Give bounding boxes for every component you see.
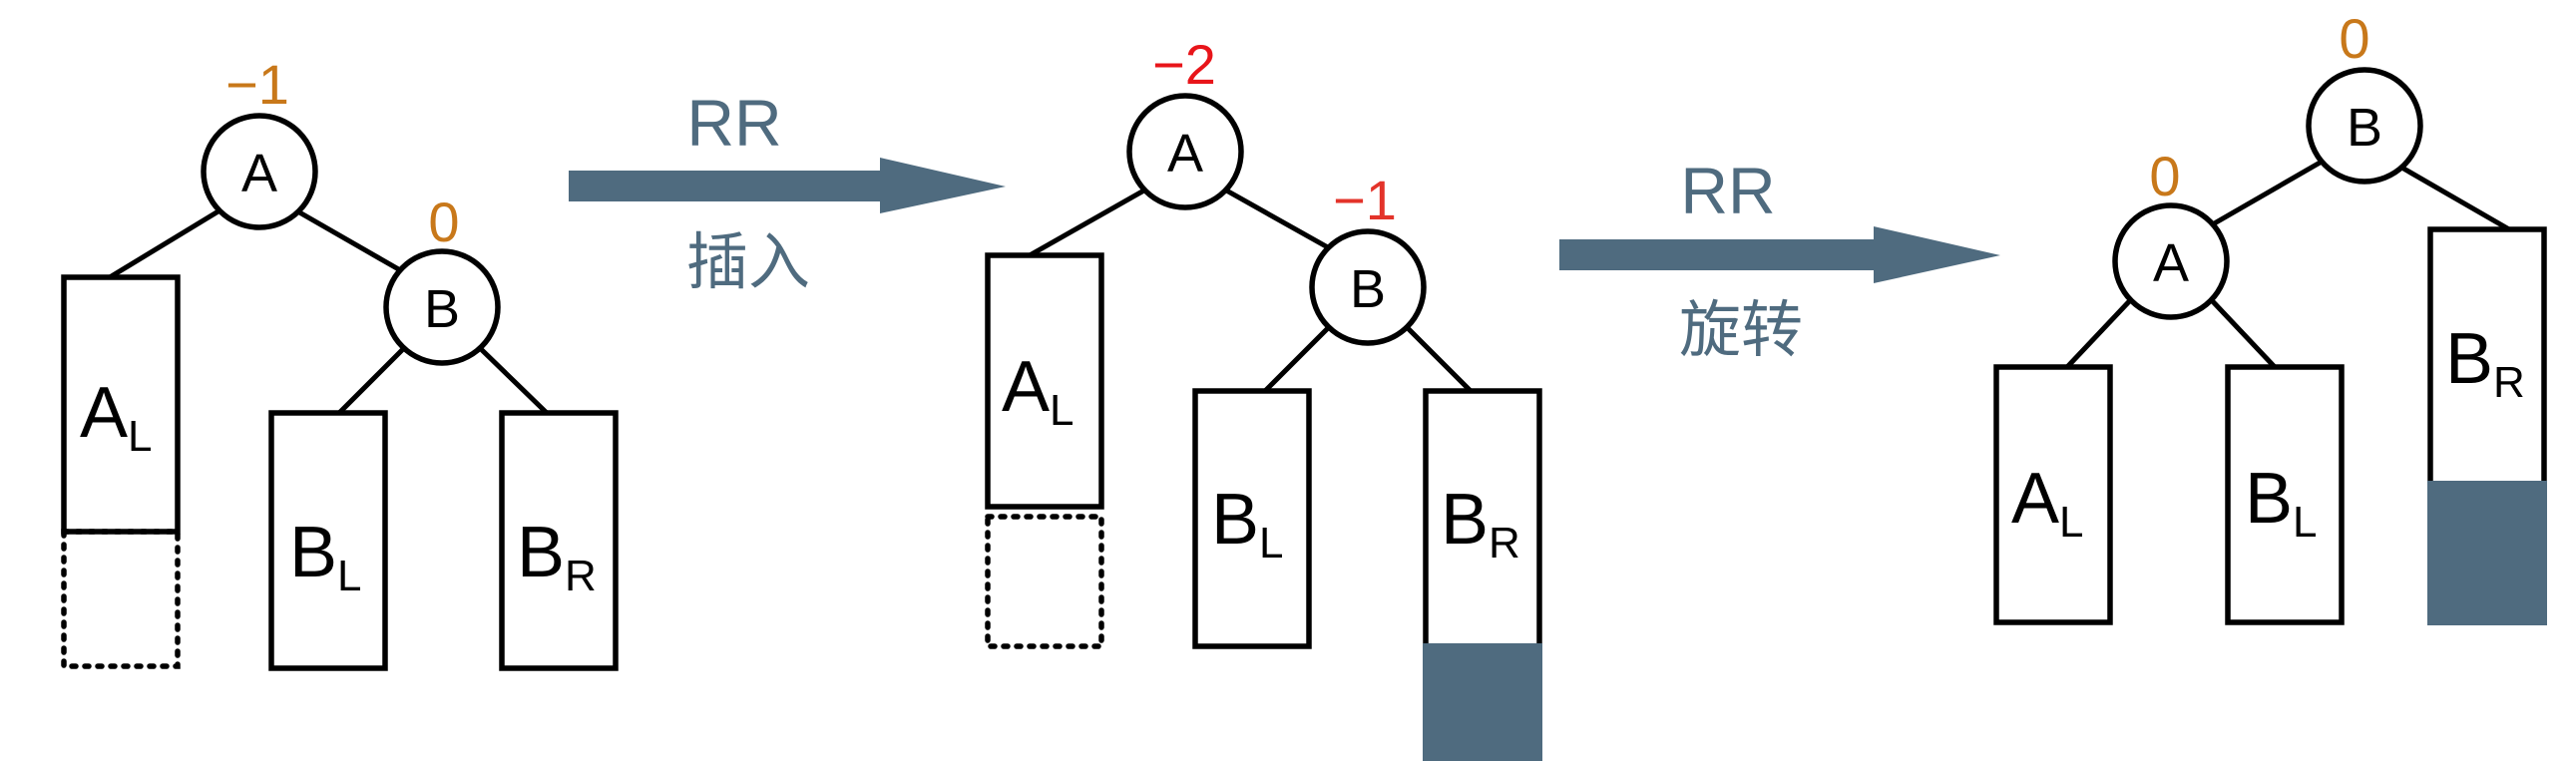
edge-b-to-bl (337, 345, 407, 415)
node-label-a: A (241, 144, 277, 203)
box-label-bl: BL (289, 513, 362, 600)
arrow-rr-insert: RR 插入 (569, 86, 1006, 298)
subtree-box-al-slot (61, 529, 181, 669)
edge-b-to-br (2396, 163, 2511, 232)
arrow-2-shape (1559, 226, 2000, 283)
node-label-b: B (424, 279, 460, 339)
box-label-br: BR (1441, 480, 1520, 568)
box-label-bl: BL (2245, 459, 2318, 547)
edge-a-to-b (292, 206, 411, 278)
balance-factor-a: 0 (2149, 145, 2180, 207)
subtree-box-al (985, 252, 1104, 510)
node-label-b: B (2347, 98, 2382, 158)
tree-node-b (1309, 228, 1427, 346)
edge-b-to-a (2209, 155, 2331, 228)
inserted-node-block (2427, 481, 2547, 625)
balance-factor-a: −2 (1152, 33, 1216, 96)
edge-a-to-al (108, 206, 223, 280)
subtree-box-br (499, 410, 619, 671)
box-label-al: AL (80, 373, 153, 461)
subtree-box-bl (1192, 388, 1312, 649)
inserted-node-block (1423, 643, 1542, 761)
edge-a-to-al (1028, 185, 1151, 258)
edge-a-to-b (1219, 185, 1337, 254)
subtree-box-br (1423, 388, 1542, 649)
subtree-box-bl (268, 410, 388, 671)
arrow-1-shape (569, 158, 1006, 213)
subtree-box-al (1993, 364, 2113, 625)
edge-a-to-bl (2205, 293, 2277, 369)
subtree-box-al (61, 274, 181, 535)
tree-before-insert: A B −1 0 AL BL BR (61, 53, 619, 671)
tree-node-a (2112, 202, 2230, 320)
arrow-rr-rotate: RR 旋转 (1559, 154, 2000, 366)
edge-a-to-al (2065, 293, 2137, 369)
arrow-1-bottom-label: 插入 (686, 225, 810, 298)
arrow-2-bottom-label: 旋转 (1679, 293, 1803, 366)
tree-node-a (201, 113, 318, 230)
balance-factor-b: 0 (2339, 7, 2369, 70)
balance-factor-b: 0 (428, 190, 459, 253)
tree-node-b (383, 248, 501, 366)
node-label-a: A (2153, 233, 2189, 293)
tree-node-b (2306, 67, 2423, 185)
subtree-box-br (2427, 226, 2547, 487)
box-label-al: AL (1002, 347, 1074, 435)
edge-b-to-bl (1263, 323, 1333, 393)
edge-b-to-br (477, 345, 549, 415)
subtree-box-al-slot (985, 514, 1104, 649)
box-label-br: BR (517, 513, 597, 600)
node-label-a: A (1167, 124, 1203, 184)
box-label-al: AL (2011, 459, 2084, 547)
arrow-2-top-label: RR (1680, 154, 1775, 227)
tree-node-a (1126, 93, 1244, 210)
tree-after-rotation: B A 0 0 AL BL BR (1993, 7, 2547, 625)
box-label-bl: BL (1211, 480, 1284, 568)
edge-b-to-br (1403, 323, 1473, 393)
node-label-b: B (1350, 259, 1386, 319)
subtree-box-bl (2225, 364, 2345, 625)
arrow-1-top-label: RR (686, 86, 781, 160)
tree-after-insert: A B −2 −1 AL BL BR (985, 33, 1542, 761)
box-label-br: BR (2445, 319, 2525, 407)
balance-factor-b: −1 (1333, 169, 1397, 231)
balance-factor-a: −1 (225, 53, 289, 116)
